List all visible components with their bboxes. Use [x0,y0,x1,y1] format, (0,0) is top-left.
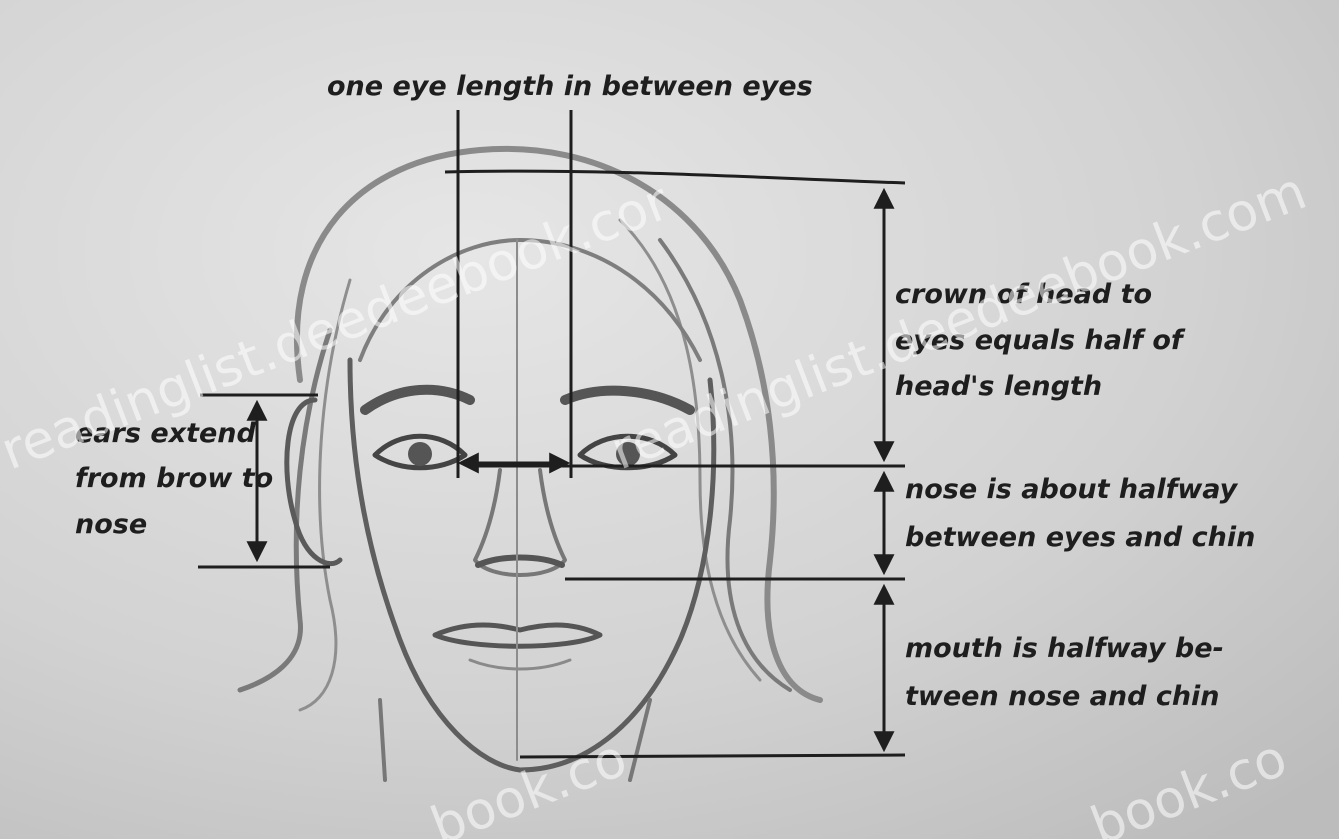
crown-label-line-3: head's length [895,371,1102,402]
nose-label-line-2: between eyes and chin [905,522,1255,553]
nose-label-line-1: nose is about halfway [905,474,1239,505]
eye-spacing-label: one eye length in between eyes [327,71,813,102]
ears-label-line-3: nose [75,509,147,540]
ears-label-line-2: from brow to [75,463,273,494]
mouth-label-line-1: mouth is halfway be- [905,633,1224,664]
mouth-label-line-2: tween nose and chin [905,681,1220,712]
